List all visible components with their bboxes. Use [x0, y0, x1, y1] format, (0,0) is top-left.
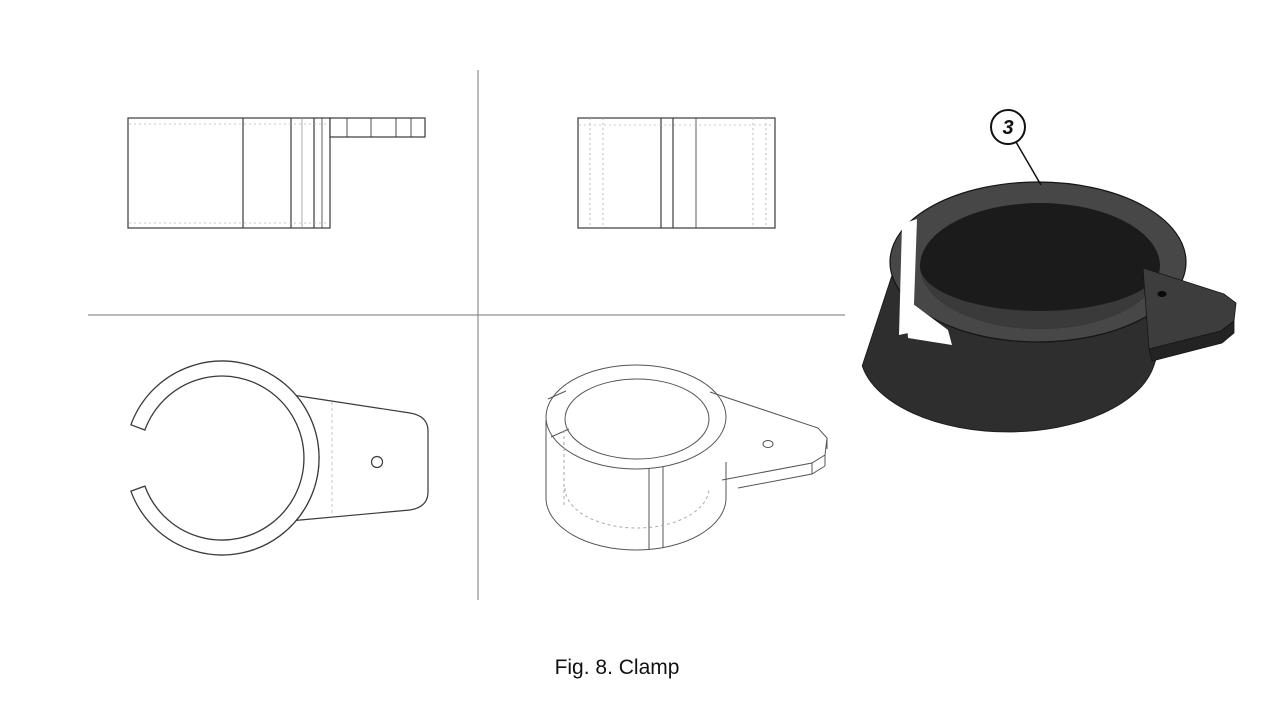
callout-number: 3 [1002, 117, 1013, 139]
iso-flange-hole [762, 440, 774, 448]
figure-caption: Fig. 8. Clamp [554, 656, 680, 679]
iso-slit-edge [550, 428, 570, 438]
iso-top-inner-ellipse [564, 378, 710, 460]
iso-top-outer-ellipse [545, 364, 727, 470]
shaded-3d-render [861, 181, 1237, 433]
iso-flange-top-face [709, 391, 828, 481]
callout-balloon [990, 109, 1026, 145]
top-view-bolt-hole [370, 455, 384, 469]
callout-leader-line [1015, 141, 1042, 186]
view-dividers [88, 70, 845, 600]
isometric-wireframe-view [545, 364, 828, 551]
callout: 3 [990, 109, 1042, 186]
render-flange-hole [1157, 291, 1167, 297]
front-view-body-outline [127, 117, 331, 229]
front-view-flange-tab-outline [329, 117, 426, 138]
side-orthographic-view [577, 117, 776, 229]
render-slit-opening [905, 298, 952, 345]
render-inner-wall-crescent [920, 266, 1160, 329]
iso-slit-edge [547, 390, 567, 400]
top-orthographic-view [130, 360, 429, 556]
render-flange-side-face [1148, 320, 1235, 362]
front-orthographic-view [127, 117, 426, 229]
top-view-clamp-ring-outline [130, 360, 320, 556]
render-inner-hole [920, 203, 1160, 329]
side-view-body-outline [577, 117, 776, 229]
iso-body-bottom-arc [545, 497, 727, 551]
iso-hidden-bottom-arc [564, 487, 710, 529]
